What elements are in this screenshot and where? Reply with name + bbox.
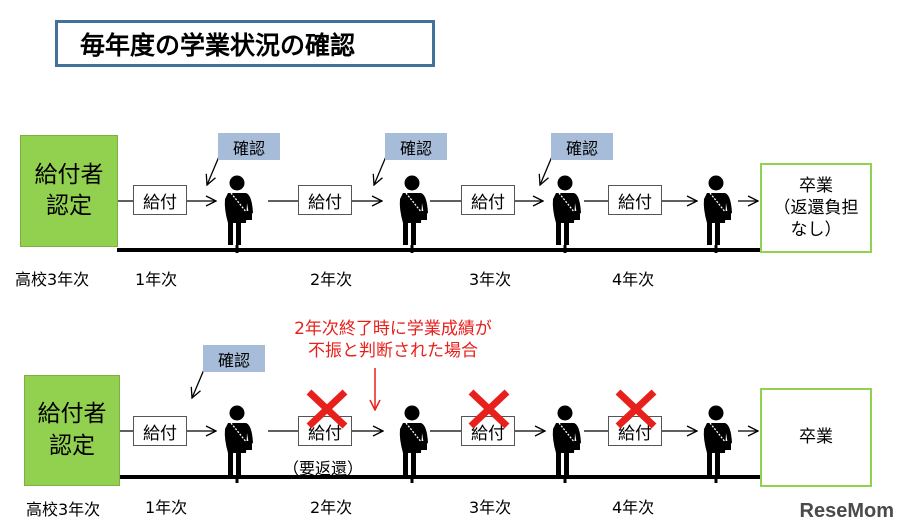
graduation-box: 卒業 （返還負担 なし） bbox=[760, 163, 872, 253]
year-label: 2年次 bbox=[310, 498, 353, 517]
payment-box-cancelled: 給付 bbox=[298, 416, 352, 446]
student-icon bbox=[703, 404, 733, 484]
payment-box: 給付 bbox=[133, 185, 187, 215]
recipient-box: 給付者 認定 bbox=[20, 135, 118, 247]
student-icon bbox=[224, 404, 254, 484]
payment-box: 給付 bbox=[608, 185, 662, 215]
student-icon bbox=[552, 404, 582, 484]
student-icon bbox=[703, 174, 733, 254]
year-label: 高校3年次 bbox=[26, 500, 101, 519]
page-title: 毎年度の学業状況の確認 bbox=[55, 20, 435, 67]
year-label: 2年次 bbox=[310, 270, 353, 289]
student-icon bbox=[399, 174, 429, 254]
recipient-box: 給付者 認定 bbox=[24, 375, 120, 486]
year-label: 1年次 bbox=[135, 270, 178, 289]
repay-note: （要返還） bbox=[283, 459, 364, 478]
payment-box: 給付 bbox=[133, 416, 187, 446]
watermark-logo: ReseMom bbox=[799, 500, 894, 522]
year-label: 4年次 bbox=[612, 498, 655, 517]
year-label: 高校3年次 bbox=[15, 270, 90, 289]
year-label: 3年次 bbox=[469, 498, 512, 517]
payment-box: 給付 bbox=[461, 185, 515, 215]
student-icon bbox=[224, 174, 254, 254]
graduation-box: 卒業 bbox=[760, 388, 872, 487]
check-label: 確認 bbox=[385, 133, 447, 160]
payment-box-cancelled: 給付 bbox=[461, 416, 515, 446]
payment-box: 給付 bbox=[298, 185, 352, 215]
year-label: 3年次 bbox=[469, 270, 512, 289]
year-label: 4年次 bbox=[612, 270, 655, 289]
student-icon bbox=[399, 404, 429, 484]
check-label: 確認 bbox=[218, 133, 280, 160]
payment-box-cancelled: 給付 bbox=[608, 416, 662, 446]
condition-note: 2年次終了時に学業成績が 不振と判断された場合 bbox=[294, 319, 492, 362]
check-label: 確認 bbox=[203, 345, 265, 372]
check-label: 確認 bbox=[551, 133, 613, 160]
student-icon bbox=[552, 174, 582, 254]
year-label: 1年次 bbox=[145, 498, 188, 517]
